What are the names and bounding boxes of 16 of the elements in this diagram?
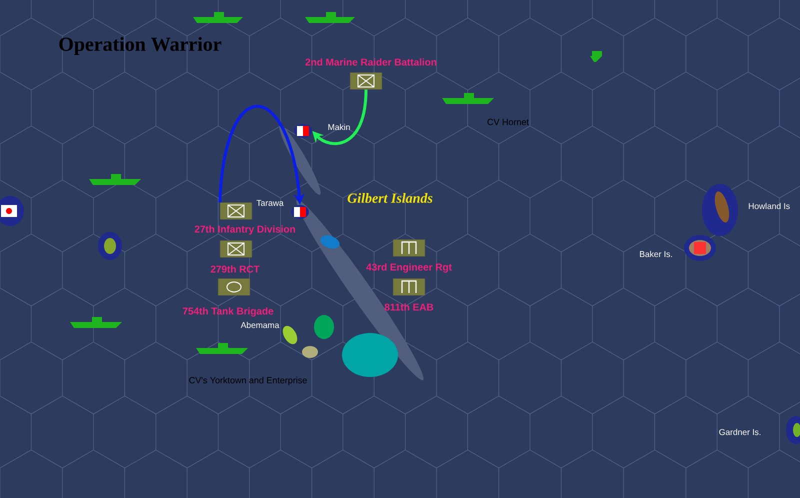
place-name: Baker Is. [640, 250, 672, 258]
place-name: Howland Is [748, 202, 790, 210]
place-name: Abemama [240, 322, 280, 328]
unit-label: 43rd Engineer Rgt [366, 263, 452, 273]
place-name: Gardner Is. [719, 428, 760, 436]
unit-label: 279th RCT [210, 265, 260, 273]
unit-label: 27th Infantry Division [194, 225, 296, 235]
ship-label: CV's Yorktown and Enterprise [189, 376, 307, 386]
place-name: Tarawa [256, 200, 284, 206]
place-name: Makin [328, 124, 350, 130]
map-title: Operation Warrior [59, 36, 222, 56]
region-label: Gilbert Islands [348, 193, 432, 203]
unit-label: 811th EAB [384, 303, 434, 311]
ship-label: CV Hornet [488, 118, 529, 126]
unit-label: 754th Tank Brigade [182, 307, 274, 317]
unit-label: 2nd Marine Raider Battalion [305, 58, 436, 66]
